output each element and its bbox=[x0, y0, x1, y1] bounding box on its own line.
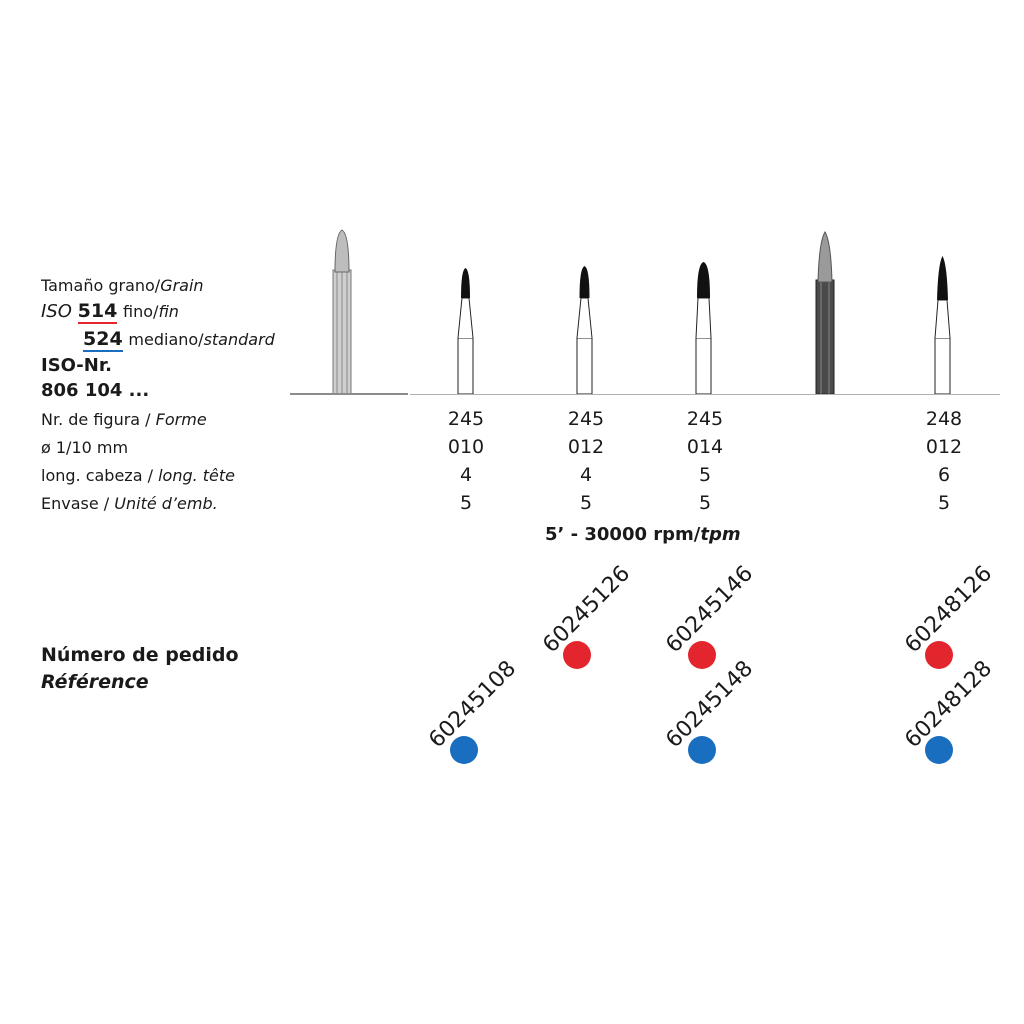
dental-bur-icon bbox=[934, 256, 951, 395]
row-label-pack: Envase / Unité d’emb. bbox=[41, 494, 218, 513]
order-label-fr: Référence bbox=[41, 671, 149, 693]
cell-value: 014 bbox=[686, 436, 724, 458]
cell-value: 5 bbox=[698, 464, 712, 486]
cell-value: 5 bbox=[579, 492, 593, 514]
cell-value: 245 bbox=[686, 408, 724, 430]
bur-illustration bbox=[332, 229, 951, 395]
dental-bur-icon bbox=[576, 266, 593, 395]
row-label-head-length: long. cabeza / long. tête bbox=[41, 466, 236, 485]
reference-number: 60248128 bbox=[900, 656, 998, 753]
baseline-left bbox=[290, 393, 408, 395]
dental-bur-icon bbox=[457, 268, 474, 395]
cell-value: 5 bbox=[937, 492, 951, 514]
dental-bur-icon bbox=[332, 229, 352, 395]
reference-number: 60248126 bbox=[900, 561, 998, 658]
baseline-main bbox=[410, 394, 1000, 395]
fine-grain-code: 514 bbox=[77, 300, 118, 324]
order-label: Número de pedido bbox=[41, 644, 239, 666]
blue-dot-icon bbox=[688, 736, 716, 764]
red-dot-icon bbox=[563, 641, 591, 669]
dental-bur-icon bbox=[815, 231, 835, 395]
cell-value: 6 bbox=[937, 464, 951, 486]
iso-fine-line: ISO 514 fino/fin bbox=[41, 300, 179, 324]
cell-value: 248 bbox=[925, 408, 963, 430]
cell-value: 245 bbox=[567, 408, 605, 430]
medium-grain-code: 524 bbox=[83, 328, 123, 352]
blue-dot-icon bbox=[450, 736, 478, 764]
row-label-forme: Nr. de figura / Forme bbox=[41, 410, 207, 429]
speed-label: 5’ - 30000 rpm/tpm bbox=[545, 524, 741, 545]
cell-value: 012 bbox=[567, 436, 605, 458]
red-dot-icon bbox=[688, 641, 716, 669]
cell-value: 5 bbox=[698, 492, 712, 514]
blue-dot-icon bbox=[925, 736, 953, 764]
cell-value: 4 bbox=[579, 464, 593, 486]
cell-value: 245 bbox=[447, 408, 485, 430]
reference-number: 60245126 bbox=[538, 561, 636, 658]
iso-nr-label: ISO-Nr. bbox=[41, 355, 112, 376]
dental-bur-icon bbox=[695, 262, 712, 395]
iso-medium-line: 524 mediano/standard bbox=[83, 328, 275, 352]
red-dot-icon bbox=[925, 641, 953, 669]
iso-nr-value: 806 104 ... bbox=[41, 380, 150, 401]
cell-value: 4 bbox=[459, 464, 473, 486]
cell-value: 5 bbox=[459, 492, 473, 514]
grain-title: Tamaño grano/Grain bbox=[41, 276, 204, 295]
cell-value: 012 bbox=[925, 436, 963, 458]
cell-value: 010 bbox=[447, 436, 485, 458]
row-label-diameter: ø 1/10 mm bbox=[41, 438, 129, 457]
